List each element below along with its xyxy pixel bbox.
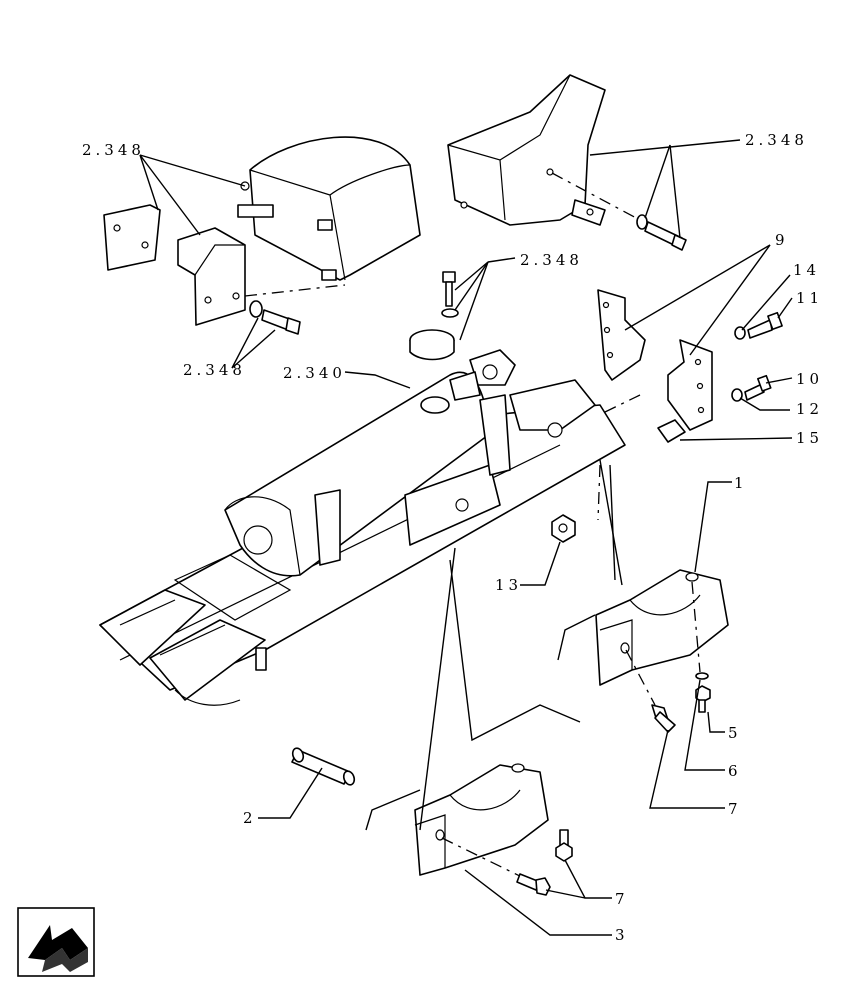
guide-line-left-c: [365, 789, 421, 831]
callout-part-14: 14: [793, 261, 820, 279]
bolt-7-right: [651, 704, 676, 733]
leaders: [139, 139, 793, 936]
callout-part-6: 6: [728, 762, 742, 780]
axis-saddle1-vert: [691, 581, 701, 673]
bolt-7-bottom-a: [555, 829, 573, 862]
bolt-right: [636, 214, 687, 251]
hood-cover-left: [237, 136, 421, 281]
bolt-left: [249, 300, 301, 335]
callout-part-12: 12: [796, 400, 823, 418]
callout-part-3: 3: [615, 926, 629, 944]
axle-frame-main: [99, 349, 626, 706]
guide-line-right-c: [609, 464, 616, 581]
callout-part-11: 11: [796, 289, 823, 307]
bolt-7-bottom-b: [516, 873, 551, 896]
axis-bracket: [604, 394, 641, 413]
bracket-upright-9a: [597, 289, 646, 381]
callout-ref-top-right: 2.348: [745, 131, 808, 149]
spring-clip-15: [657, 419, 686, 443]
axis-right-bolt: [551, 172, 641, 221]
callout-ref-cylinder: 2.340: [283, 364, 346, 382]
seat-pillar-cover-right: [447, 74, 606, 226]
nut-13: [551, 514, 576, 543]
bolt-10: [744, 374, 772, 401]
support-saddle-3: [414, 763, 549, 876]
back-navigation-button[interactable]: [17, 907, 95, 977]
callout-ref-top-left: 2.348: [82, 141, 145, 159]
callout-ref-mid: 2.348: [520, 251, 583, 269]
guide-line-left-b: [449, 559, 581, 742]
callout-part-7-right: 7: [728, 800, 742, 818]
guide-line-right-b: [557, 614, 596, 661]
washer-6: [695, 672, 709, 680]
bolt-5: [695, 685, 711, 713]
bolt-vertical-mid: [409, 271, 459, 361]
bracket-plate-left: [103, 204, 161, 271]
axis-left-bolt: [244, 284, 346, 297]
callout-part-5: 5: [728, 724, 742, 742]
callout-part-9: 9: [775, 231, 789, 249]
guide-line-left-a: [419, 547, 456, 831]
callout-part-2: 2: [243, 809, 257, 827]
arrow-back-icon: [28, 925, 88, 972]
callout-part-10: 10: [796, 370, 823, 388]
axis-saddle3-bolt: [441, 837, 529, 881]
bracket-upright-9b: [667, 339, 713, 431]
pin-2: [291, 747, 356, 786]
callout-ref-left-bolt: 2.348: [183, 361, 246, 379]
axis-saddle1-bolt: [625, 649, 656, 706]
callout-part-13: 13: [495, 576, 522, 594]
bracket-angle-left: [177, 227, 246, 326]
support-saddle-1: [595, 569, 729, 686]
axis-nut: [597, 464, 601, 521]
guide-line-right-a: [599, 459, 623, 586]
callout-part-1: 1: [734, 474, 748, 492]
callout-part-15: 15: [796, 429, 823, 447]
washer-12: [731, 388, 743, 402]
callout-part-7-bottom: 7: [615, 890, 629, 908]
